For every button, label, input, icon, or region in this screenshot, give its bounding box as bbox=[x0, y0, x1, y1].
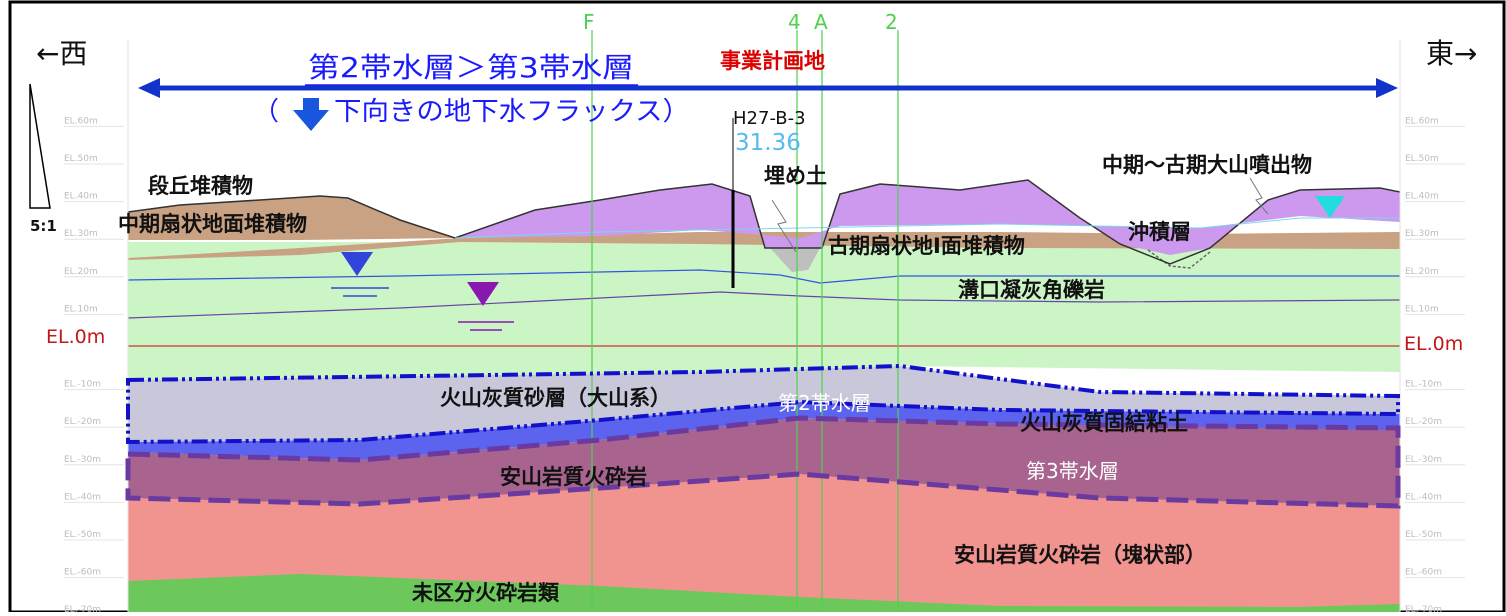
elevation-tick-label: EL.30m bbox=[1405, 229, 1439, 239]
elevation-tick-label: EL.-50m bbox=[64, 530, 101, 540]
scale-ratio-label: 5:1 bbox=[30, 217, 57, 235]
water-table-marker-purple bbox=[458, 282, 514, 331]
elevation-tick-label: EL.10m bbox=[64, 304, 98, 314]
elevation-tick-label: EL.-10m bbox=[64, 380, 101, 390]
middle-fan-deposit-layer bbox=[128, 232, 1400, 260]
left-elevation-ticks: EL.60mEL.50mEL.40mEL.30mEL.20mEL.10mEL.-… bbox=[64, 116, 124, 616]
elevation-tick-label: EL.-10m bbox=[1405, 380, 1442, 390]
water-table-marker-cyan bbox=[1315, 196, 1345, 218]
ejecta-layer bbox=[455, 180, 1400, 255]
light-cyan-contact-line bbox=[454, 217, 1400, 239]
fill-leader-zigzag bbox=[771, 199, 797, 253]
elevation-tick-label: EL.-30m bbox=[1405, 455, 1442, 465]
alluvium-outline bbox=[1147, 249, 1211, 269]
alluvium-label: 沖積層 bbox=[1128, 220, 1191, 244]
east-label: 東→ bbox=[1426, 37, 1477, 70]
section-letter-f: F bbox=[583, 10, 595, 34]
consolidated-clay-layer bbox=[128, 402, 1400, 460]
old-fan-label: 古期扇状地Ⅰ面堆積物 bbox=[828, 234, 1025, 258]
elevation-tick-label: EL.-40m bbox=[64, 492, 101, 502]
mizoguchi-label: 溝口凝灰角礫岩 bbox=[958, 278, 1105, 302]
section-letter-a: A bbox=[814, 10, 828, 34]
consolidated-clay-label: 火山灰質固結粘土 bbox=[1020, 411, 1188, 435]
elevation-tick-label: EL.40m bbox=[1405, 192, 1439, 202]
borehole-water-level: 31.36 bbox=[735, 130, 801, 156]
elevation-tick-label: EL.-40m bbox=[1405, 492, 1442, 502]
elevation-tick-label: EL.-50m bbox=[1405, 530, 1442, 540]
undivided-pyroclastic-layer bbox=[128, 574, 1400, 612]
elevation-tick-label: EL.10m bbox=[1405, 304, 1439, 314]
ejecta-leader-zigzag bbox=[1249, 177, 1269, 215]
aquifer2-outline bbox=[126, 363, 1400, 445]
fill-label: 埋め土 bbox=[764, 164, 827, 188]
el0-label-left: EL.0m bbox=[46, 326, 105, 348]
elevation-tick-label: EL.60m bbox=[64, 116, 98, 126]
andesite-massive-label: 安山岩質火砕岩（塊状部） bbox=[954, 543, 1206, 567]
el0-label-right: EL.0m bbox=[1404, 333, 1463, 355]
elevation-tick-label: EL.-60m bbox=[64, 568, 101, 578]
water-table-marker-blue bbox=[331, 252, 389, 297]
elevation-tick-label: EL.20m bbox=[64, 267, 98, 277]
middle-fan-label: 中期扇状地面堆積物 bbox=[118, 212, 307, 236]
down-arrow-icon bbox=[293, 98, 329, 131]
mizoguchi-top-line bbox=[127, 291, 1401, 319]
elevation-tick-label: EL.60m bbox=[1405, 116, 1439, 126]
daisen-ejecta-label: 中期～古期大山噴出物 bbox=[1102, 153, 1312, 177]
right-elevation-ticks: EL.60mEL.50mEL.40mEL.30mEL.20mEL.10mEL.-… bbox=[1405, 116, 1465, 616]
scale-triangle-icon bbox=[29, 83, 51, 209]
terrace-label: 段丘堆積物 bbox=[148, 174, 253, 198]
project-site-label: 事業計画地 bbox=[720, 49, 825, 73]
elevation-tick-label: EL.50m bbox=[64, 154, 98, 164]
undivided-label: 未区分火砕岩類 bbox=[412, 581, 560, 605]
aquifer3-label: 第3帯水層 bbox=[1026, 459, 1119, 483]
elevation-tick-label: EL.30m bbox=[64, 229, 98, 239]
elevation-tick-label: EL.40m bbox=[64, 192, 98, 202]
flux-subtitle-text: 下向きの地下水フラックス） bbox=[334, 97, 690, 127]
flux-double-arrow bbox=[138, 78, 1398, 98]
elevation-tick-label: EL.20m bbox=[1405, 267, 1439, 277]
elevation-tick-label: EL.-20m bbox=[64, 417, 101, 427]
elevation-tick-label: EL.-60m bbox=[1405, 568, 1442, 578]
elevation-tick-label: EL.-70m bbox=[1405, 605, 1442, 612]
groundwater-line-upper bbox=[127, 269, 1400, 284]
borehole-id: H27-B-3 bbox=[733, 108, 806, 129]
andesite-pyroclastic-label: 安山岩質火砕岩 bbox=[500, 465, 647, 489]
elevation-tick-label: EL.50m bbox=[1405, 154, 1439, 164]
flux-subtitle-open: （ bbox=[253, 97, 279, 127]
section-letter-2: 2 bbox=[885, 10, 898, 34]
aquifer3-outline bbox=[125, 415, 1401, 509]
volcanic-sand-label: 火山灰質砂層（大山系） bbox=[440, 386, 671, 410]
andesite-pyroclastic-layer bbox=[128, 418, 1400, 506]
section-letter-4: 4 bbox=[788, 10, 801, 34]
west-label: ←西 bbox=[36, 37, 87, 70]
middle-fan-terrace-brown bbox=[128, 196, 455, 240]
aquifer2-label: 第2帯水層 bbox=[778, 391, 871, 415]
elevation-tick-label: EL.-20m bbox=[1405, 417, 1442, 427]
elevation-tick-label: EL.-30m bbox=[64, 455, 101, 465]
fill-deposit bbox=[770, 248, 820, 272]
flux-title: 第2帯水層＞第3帯水層 bbox=[308, 51, 634, 84]
elevation-tick-label: EL.-70m bbox=[64, 605, 101, 612]
